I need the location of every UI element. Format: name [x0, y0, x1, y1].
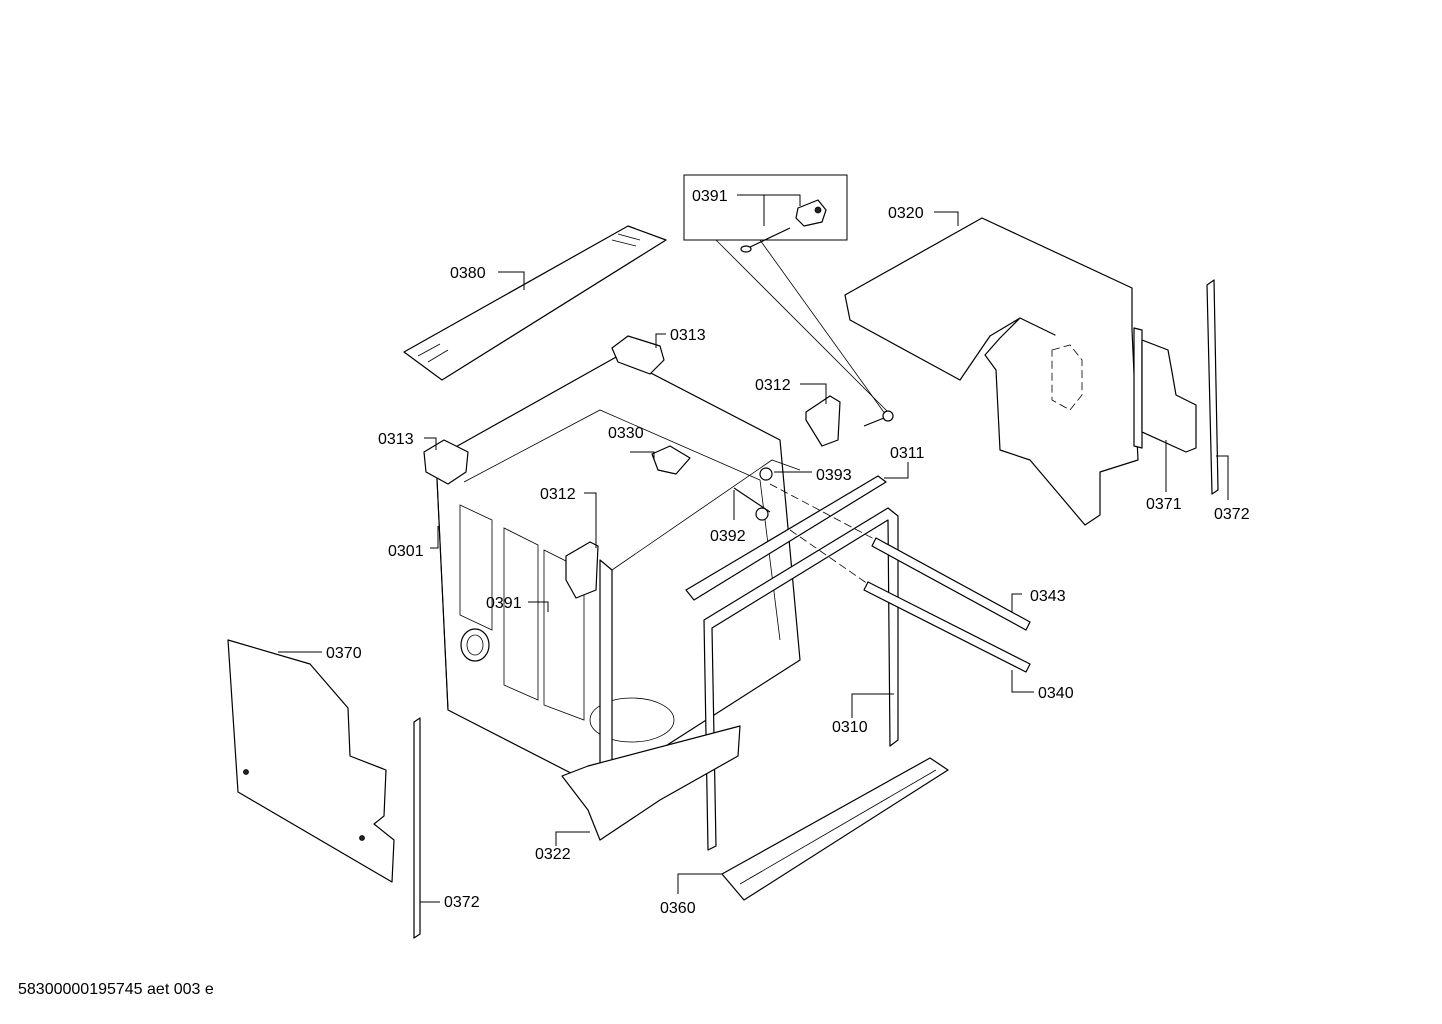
- label-0391-detail: 0391: [692, 188, 728, 205]
- detail-inset: [683, 174, 889, 419]
- part-0392-0393-fittings: [733, 410, 894, 521]
- label-0360: 0360: [660, 900, 696, 917]
- part-0330: [651, 445, 691, 475]
- part-0322-base: [561, 725, 741, 841]
- label-0391-mid: 0391: [486, 595, 522, 612]
- label-0340: 0340: [1038, 685, 1074, 702]
- label-0310: 0310: [832, 719, 868, 736]
- leader-lines: [278, 194, 1229, 903]
- part-0320-insulation: [844, 217, 1139, 526]
- label-0372-right: 0372: [1214, 506, 1250, 523]
- label-0393: 0393: [816, 467, 852, 484]
- label-0372-bottom: 0372: [444, 894, 480, 911]
- part-0372-right-strip: [1206, 279, 1219, 495]
- part-0370-side-panel: [227, 639, 395, 883]
- label-0312-mid: 0312: [540, 486, 576, 503]
- part-0360-kickplate: [721, 757, 949, 901]
- label-0322: 0322: [535, 846, 571, 863]
- part-0371-side-bracket: [1133, 327, 1197, 453]
- part-0372-bottom-strip: [413, 717, 421, 939]
- part-0313-brackets: [423, 335, 665, 485]
- label-0313-top: 0313: [670, 327, 706, 344]
- label-0343: 0343: [1030, 588, 1066, 605]
- part-0380-top-plate: [403, 225, 667, 381]
- callout-labels: 0391 0320 0380 0313 0312 0313 0330 0393 …: [326, 188, 1250, 917]
- part-0312-hinges: [565, 395, 841, 599]
- part-0301-tub: [435, 355, 801, 791]
- label-0380: 0380: [450, 265, 486, 282]
- label-0392: 0392: [710, 528, 746, 545]
- label-0301: 0301: [388, 543, 424, 560]
- label-0371: 0371: [1146, 496, 1182, 513]
- label-0313-left: 0313: [378, 431, 414, 448]
- label-0312-right: 0312: [755, 377, 791, 394]
- document-id-footer: 58300000195745 aet 003 e: [18, 981, 214, 998]
- part-0340-0343-rails: [769, 483, 1031, 673]
- label-0330: 0330: [608, 425, 644, 442]
- label-0311: 0311: [890, 445, 925, 462]
- part-0310-frame-seal: [703, 507, 899, 851]
- label-0320: 0320: [888, 205, 924, 222]
- label-0370: 0370: [326, 645, 362, 662]
- part-0311-seal: [685, 475, 887, 601]
